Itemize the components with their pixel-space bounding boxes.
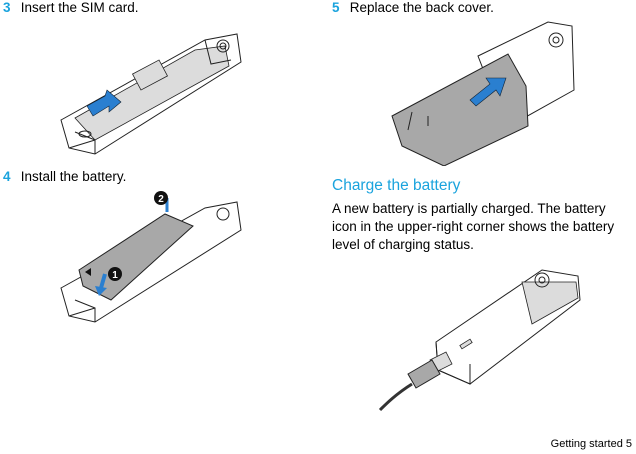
- section-title: Charge the battery: [332, 177, 461, 194]
- charging-illustration: [378, 269, 581, 412]
- battery-insert-arrow-icon: [95, 198, 169, 296]
- marker-2-label: 2: [158, 194, 164, 205]
- back-cover-illustration: [391, 21, 575, 166]
- step-number: 4: [3, 169, 11, 184]
- step-text: Install the battery.: [20, 169, 127, 184]
- back-cover: [391, 53, 529, 166]
- marker-1: 1: [108, 267, 122, 281]
- step-3-instruction: 3 Insert the SIM card.: [3, 0, 139, 16]
- footer-section-name: Getting started: [550, 438, 623, 450]
- footer-page-number: 5: [625, 438, 632, 450]
- cover-slide-arrow-icon: [469, 77, 507, 107]
- step-4-instruction: 4 Install the battery.: [3, 169, 126, 185]
- marker-1-label: 1: [112, 270, 118, 281]
- charger-plug-icon: [378, 351, 453, 412]
- step-5-instruction: 5 Replace the back cover.: [332, 0, 494, 16]
- battery-pack: [78, 213, 194, 301]
- sim-card-arrow-icon: [86, 89, 122, 117]
- section-body: A new battery is partially charged. The …: [332, 201, 615, 252]
- step-number: 3: [3, 0, 11, 15]
- step-text: Replace the back cover.: [349, 0, 494, 15]
- step-number: 5: [332, 0, 340, 15]
- sim-card-insert-illustration: [60, 33, 242, 155]
- marker-2: 2: [154, 191, 168, 205]
- battery-install-illustration: 1 2: [60, 191, 242, 323]
- step-text: Insert the SIM card.: [20, 0, 139, 15]
- page-footer: Getting started 5: [551, 438, 632, 450]
